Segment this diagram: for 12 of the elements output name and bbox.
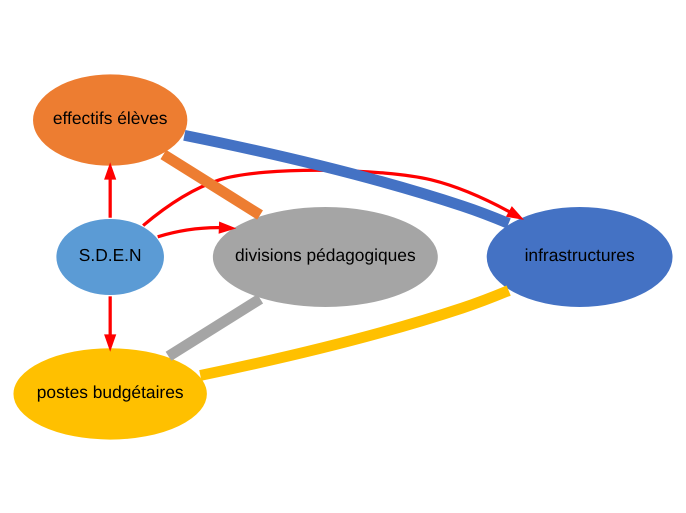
arrow [104, 296, 116, 352]
connector [183, 129, 511, 228]
connector [166, 294, 264, 360]
arrow [104, 162, 116, 218]
connector [160, 149, 263, 220]
node-ellipse: postes budgétaires [11, 346, 210, 442]
arrow [142, 168, 524, 226]
node-ellipse: effectifs élèves [30, 72, 190, 168]
connector [199, 285, 511, 380]
node-ellipse: divisions pédagogiques [210, 204, 440, 309]
arrow [157, 221, 236, 238]
node-ellipse: S.D.E.N [54, 216, 166, 297]
